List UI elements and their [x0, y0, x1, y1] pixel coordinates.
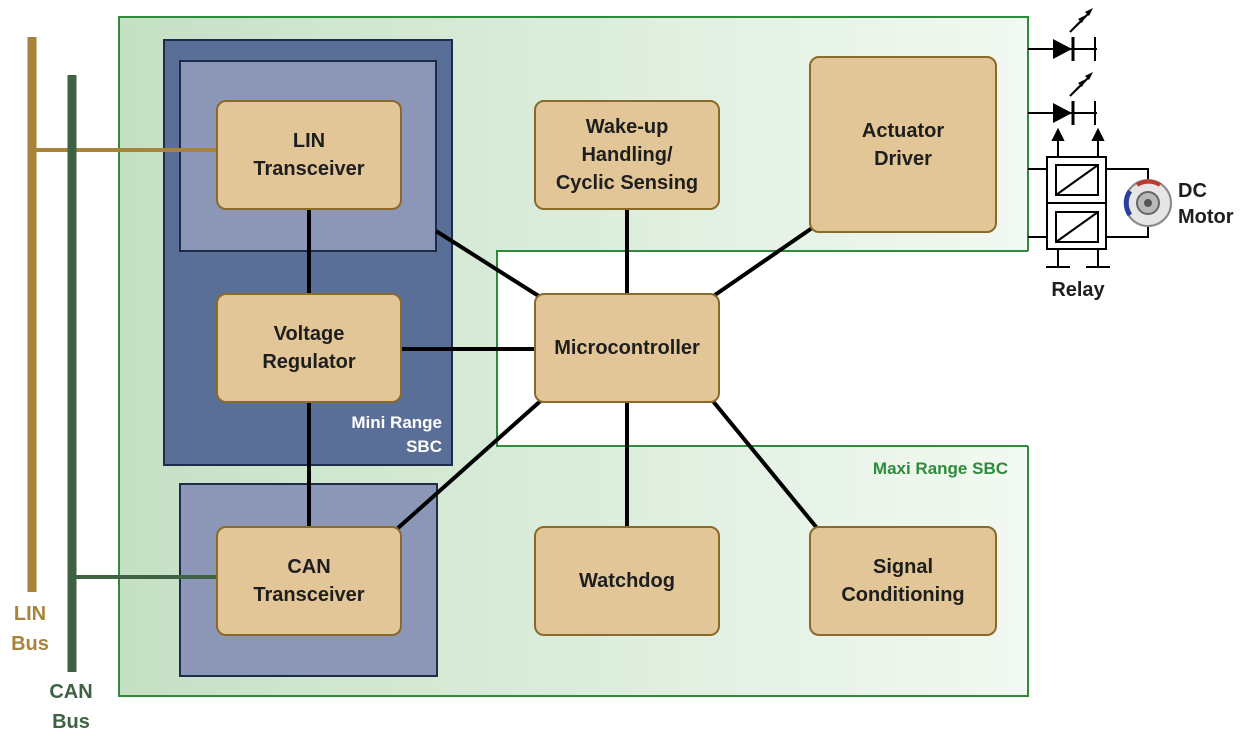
- led-icon: [1028, 8, 1097, 61]
- can-transceiver-block: CAN Transceiver: [216, 526, 402, 636]
- dc-motor-icon: [1123, 179, 1172, 227]
- wakeup-handling-block: Wake-up Handling/ Cyclic Sensing: [534, 100, 720, 210]
- actuator-driver-block: Actuator Driver: [809, 56, 997, 233]
- lin-bus-label: LIN Bus: [11, 603, 49, 655]
- lin-bus-line: [27, 37, 218, 592]
- can-bus-label: CAN Bus: [49, 681, 93, 733]
- relay-label: Relay: [1051, 279, 1105, 301]
- signal-conditioning-block: Signal Conditioning: [809, 526, 997, 636]
- lin-transceiver-block: LIN Transceiver: [216, 100, 402, 210]
- maxi-range-sbc-label: Maxi Range SBC: [872, 459, 1008, 478]
- connection-lines: [307, 208, 819, 530]
- can-bus-line: [67, 75, 218, 672]
- led-icon: [1028, 72, 1097, 125]
- mini-range-sbc-label: Mini Range SBC: [351, 413, 442, 456]
- relay-icon: [1028, 127, 1149, 268]
- voltage-regulator-block: Voltage Regulator: [216, 293, 402, 403]
- dc-motor-label: DC Motor: [1178, 180, 1234, 228]
- microcontroller-block: Microcontroller: [534, 293, 720, 403]
- watchdog-block: Watchdog: [534, 526, 720, 636]
